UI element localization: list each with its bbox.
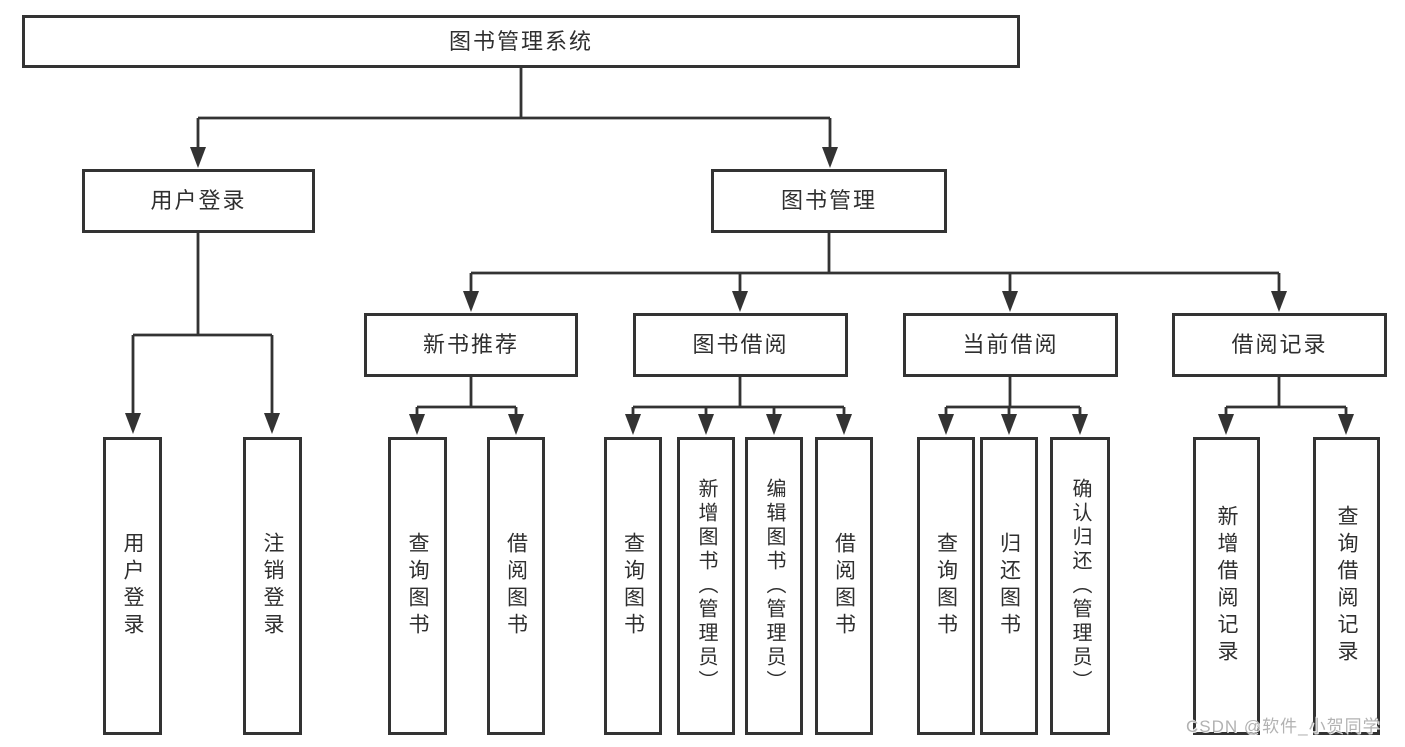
leaf-label: 查询图书: [621, 532, 645, 640]
leaf-borrow-books: 借阅图书: [815, 437, 873, 735]
leaf-label: 归还图书: [997, 532, 1021, 640]
arrowheads: [125, 147, 1354, 435]
leaf-query-books: 查询图书: [388, 437, 447, 735]
leaf-add-books-admin: 新增图书（管理员）: [677, 437, 735, 735]
node-book-management: 图书管理: [711, 169, 947, 233]
node-borrowing-records: 借阅记录: [1172, 313, 1387, 377]
leaf-user-login: 用户登录: [103, 437, 162, 735]
leaf-return-books: 归还图书: [980, 437, 1038, 735]
leaf-logout: 注销登录: [243, 437, 302, 735]
leaf-label: 确认归还（管理员）: [1069, 478, 1091, 694]
node-label: 新书推荐: [422, 332, 519, 357]
node-label: 当前借阅: [962, 332, 1059, 357]
node-label: 图书借阅: [692, 332, 789, 357]
leaf-query-books: 查询图书: [917, 437, 975, 735]
leaf-label: 用户登录: [121, 532, 144, 640]
leaf-label: 查询借阅记录: [1335, 505, 1358, 667]
leaf-add-borrow-record: 新增借阅记录: [1193, 437, 1260, 735]
leaf-label: 查询图书: [934, 532, 958, 640]
node-book-borrowing: 图书借阅: [633, 313, 848, 377]
node-current-borrowing: 当前借阅: [903, 313, 1118, 377]
leaf-edit-books-admin: 编辑图书（管理员）: [745, 437, 803, 735]
leaf-borrow-books: 借阅图书: [487, 437, 545, 735]
node-label: 借阅记录: [1231, 332, 1328, 357]
node-library-management-system: 图书管理系统: [22, 15, 1020, 68]
leaf-query-books: 查询图书: [604, 437, 662, 735]
leaf-label: 注销登录: [261, 532, 284, 640]
leaf-label: 新增图书（管理员）: [695, 478, 717, 694]
leaf-label: 查询图书: [406, 532, 429, 640]
leaf-confirm-return-admin: 确认归还（管理员）: [1050, 437, 1110, 735]
leaf-label: 借阅图书: [832, 532, 856, 640]
node-new-book-recommendation: 新书推荐: [364, 313, 578, 377]
csdn-watermark: CSDN @软件_小贺同学: [1186, 717, 1381, 736]
node-label: 用户登录: [150, 188, 247, 213]
node-label: 图书管理系统: [448, 28, 593, 54]
leaf-label: 借阅图书: [504, 532, 528, 640]
leaf-label: 新增借阅记录: [1215, 505, 1238, 667]
leaf-query-borrow-record: 查询借阅记录: [1313, 437, 1380, 735]
leaf-label: 编辑图书（管理员）: [763, 478, 785, 694]
node-label: 图书管理: [780, 188, 877, 213]
node-user-login: 用户登录: [82, 169, 315, 233]
